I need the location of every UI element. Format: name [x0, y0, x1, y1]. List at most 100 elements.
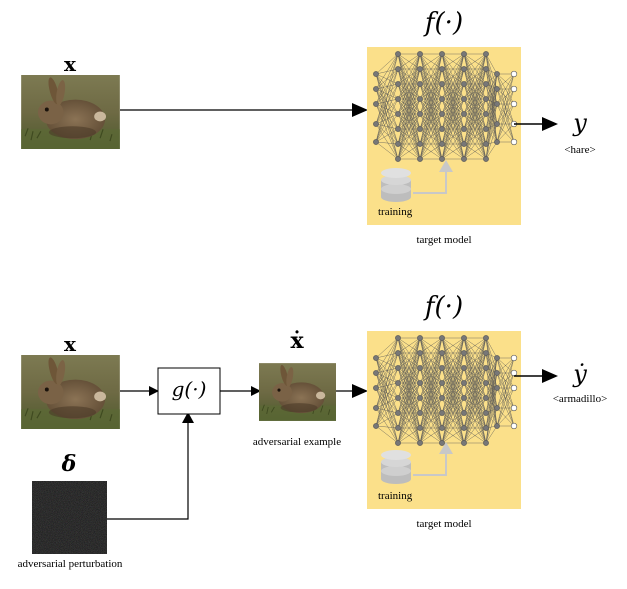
nn-edge [397, 382, 421, 444]
nn-edge [419, 53, 443, 145]
nn-edge [441, 337, 465, 384]
nn-edge [397, 53, 421, 160]
nn-node [439, 96, 445, 102]
nn-edge [419, 53, 443, 115]
nn-node [494, 121, 500, 127]
nn-node [395, 96, 401, 102]
nn-node [395, 440, 401, 446]
nn-edge [419, 337, 443, 429]
nn-edge [375, 387, 399, 414]
nn-edge [496, 372, 515, 427]
nn-edge [375, 412, 399, 427]
nn-edge [441, 143, 465, 160]
nn-node [461, 81, 467, 87]
nn-edge [441, 352, 465, 444]
nn-node [373, 139, 379, 145]
nn-node [417, 380, 423, 386]
nn-edge [441, 113, 465, 160]
nn-edge [419, 53, 443, 130]
nn-node [417, 335, 423, 341]
nn-edge [496, 357, 515, 427]
nn-edge [419, 143, 443, 160]
nn-node [510, 85, 518, 93]
nn-edge [441, 337, 465, 414]
nn-edge [485, 357, 498, 384]
nn-node [395, 335, 401, 341]
nn-edge [485, 68, 498, 125]
training-label-top: training [378, 206, 413, 218]
nn-node [439, 350, 445, 356]
nn-node [461, 350, 467, 356]
nn-node [439, 335, 445, 341]
nn-edge [463, 53, 487, 130]
nn-edge [419, 337, 443, 444]
nn-node [461, 126, 467, 132]
arrow-delta-to-g [107, 418, 189, 520]
nn-edge [441, 53, 465, 130]
nn-edge [375, 53, 399, 125]
nn-edge [485, 73, 498, 130]
nn-node [439, 126, 445, 132]
nn-edge [419, 98, 443, 160]
nn-edge [485, 407, 498, 429]
nn-edge [375, 68, 399, 105]
nn-edge [485, 367, 498, 427]
nn-node [417, 111, 423, 117]
nn-edge [375, 103, 399, 115]
nn-edge [485, 357, 498, 414]
nn-node [494, 139, 500, 145]
nn-edge [375, 407, 399, 414]
nn-edge [496, 103, 515, 125]
nn-edge [463, 53, 487, 160]
nn-edge [397, 337, 421, 414]
input-symbol-bottom: x [64, 332, 76, 356]
neural-network-top [373, 51, 518, 162]
database-icon-bottom [381, 450, 411, 484]
nn-node [483, 96, 489, 102]
nn-edge [496, 103, 515, 143]
nn-node [439, 365, 445, 371]
nn-edge [485, 73, 498, 115]
nn-node [439, 410, 445, 416]
nn-edge [463, 367, 487, 444]
nn-node [483, 156, 489, 162]
nn-edge [397, 412, 421, 444]
nn-node [461, 425, 467, 431]
nn-edge [441, 83, 465, 160]
nn-edge [496, 73, 515, 125]
nn-edge [375, 425, 399, 429]
nn-edge [485, 123, 498, 160]
nn-edge [441, 367, 465, 444]
nn-edge [375, 83, 399, 125]
adversarial-perturbation-label: adversarial perturbation [17, 558, 123, 570]
nn-edge [441, 53, 465, 85]
nn-node [510, 138, 518, 146]
nn-edge [375, 382, 399, 427]
nn-node [439, 81, 445, 87]
nn-edge [441, 337, 465, 354]
nn-edge [375, 337, 399, 409]
nn-edge [485, 367, 498, 409]
adversarial-symbol: ẋ [290, 328, 304, 354]
nn-node [417, 395, 423, 401]
nn-node [395, 365, 401, 371]
nn-edge [397, 367, 421, 444]
nn-edge [485, 113, 498, 143]
output-symbol-top: y [573, 109, 587, 137]
nn-edge [397, 113, 421, 160]
nn-edge [419, 337, 443, 384]
nn-node [395, 380, 401, 386]
nn-edge [441, 53, 465, 145]
nn-edge [485, 53, 498, 75]
nn-node [395, 111, 401, 117]
nn-edge [375, 83, 399, 105]
model-caption-bottom: target model [416, 518, 472, 530]
nn-edge [375, 128, 399, 143]
nn-node [417, 141, 423, 147]
nn-node [483, 410, 489, 416]
nn-edge [441, 337, 465, 444]
nn-edge [375, 387, 399, 399]
nn-node [417, 365, 423, 371]
nn-edge [397, 53, 421, 100]
